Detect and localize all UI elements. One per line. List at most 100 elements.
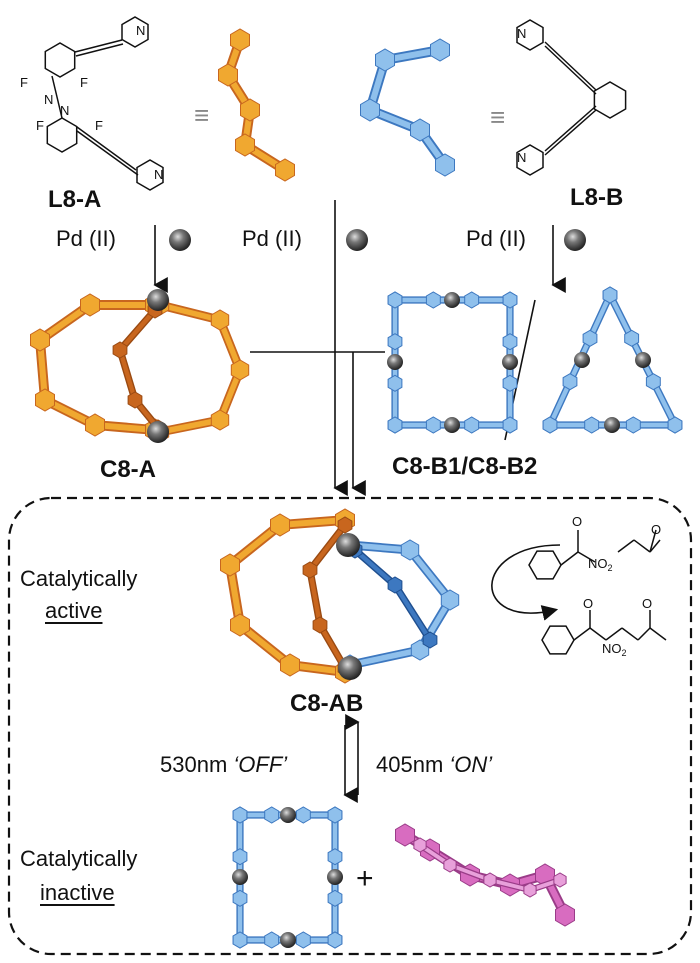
cage-a-ligand-rod-light [117, 308, 160, 430]
cage-ab-ligand-a-rod-light [307, 523, 347, 670]
cage-a-ligand-hexagon [80, 293, 100, 317]
benzene-ring [121, 16, 149, 48]
inactive-ligand-a-hexagon [413, 837, 427, 853]
atom-o: O [651, 522, 662, 537]
bond [617, 539, 635, 553]
bond [51, 75, 63, 119]
benzene-ring [516, 19, 544, 51]
dashed-box [7, 496, 693, 956]
cage-a-ligand-hexagon [210, 409, 230, 431]
inactive-cage-ligand-hexagon [232, 848, 248, 866]
pd-sphere [169, 229, 191, 251]
cage-a-ligand-hexagon [30, 328, 50, 352]
cage-a-ligand-hexagon [230, 359, 250, 381]
equiv-sign-left: ≡ [194, 100, 210, 130]
reaction-arrows [153, 200, 566, 803]
bond [577, 551, 596, 563]
cage-b2-ligand-hexagon [542, 416, 558, 434]
ligand-b-cartoon-hexagon [360, 98, 380, 122]
inactive-ligand-a-hexagon [395, 823, 415, 847]
cage-a-ligand-hexagon [210, 309, 230, 331]
pd-sphere [574, 352, 590, 368]
bond [76, 126, 137, 171]
inactive-cage-ligand-hexagon [232, 806, 248, 824]
benzene-ring [44, 42, 76, 78]
bond [649, 529, 657, 553]
atom-o: O [642, 596, 653, 611]
pd-sphere [280, 932, 296, 948]
pd-sphere [444, 292, 460, 308]
cage-b2-ligand-hexagon [625, 416, 641, 434]
bond [633, 539, 651, 553]
pd-spheres [147, 229, 651, 948]
inactive-cage-ligand-hexagon [327, 931, 343, 949]
bond [605, 627, 623, 641]
cage-cartoons [30, 28, 683, 949]
on-wavelength: 405nm [376, 752, 444, 777]
cage-b1-ligand-hexagon [502, 333, 518, 351]
pd-sphere [387, 354, 403, 370]
label-c8-a: C8-A [100, 456, 157, 483]
label-l8-b: L8-B [570, 184, 624, 211]
atom-o: O [583, 596, 594, 611]
cage-ab-ligand-a-hexagon [280, 653, 300, 677]
inactive-cage-ligand-hexagon [327, 889, 343, 907]
cage-ab-ligand-b-hexagon [387, 576, 403, 594]
benzene-ring [593, 81, 627, 119]
cage-ab-ligand-a-hexagon [337, 516, 353, 534]
bond [589, 627, 607, 641]
bond [544, 105, 597, 152]
ligand-a-cartoon-hexagon [235, 133, 255, 157]
inactive-cage-ligand-hexagon [295, 931, 311, 949]
cage-ab-ligand-a-hexagon [230, 613, 250, 637]
cage-a-ligand-hexagon [35, 388, 55, 412]
inactive-cage-ligand-hexagon [295, 806, 311, 824]
cage-ab-ligand-a-hexagon [302, 561, 318, 579]
label-l8-a: L8-A [48, 186, 102, 213]
inactive-ligand-a-hexagon [483, 872, 497, 888]
ligand-b-cartoon-hexagon [410, 118, 430, 142]
cage-a-ligand-hexagon [127, 391, 143, 409]
inactive-cage-ligand-hexagon [232, 889, 248, 907]
cage-ab-ligand-a-hexagon [220, 553, 240, 577]
cage-b1-ligand-hexagon [502, 374, 518, 392]
subscript-2: 2 [621, 648, 627, 658]
cage-b1-ligand-hexagon [387, 291, 403, 309]
cage-a-ligand-rod [35, 300, 156, 435]
cage-ab-ligand-a-hexagon [270, 513, 290, 537]
pd-sphere [147, 421, 169, 443]
pd-sphere [147, 289, 169, 311]
cage-b2-ligand-hexagon [582, 329, 598, 347]
atom-n: N [517, 26, 527, 41]
pd-sphere [280, 807, 296, 823]
ligand-a-cartoon-hexagon [240, 98, 260, 122]
atom-n: N [60, 103, 70, 118]
bond [621, 627, 639, 641]
atom-o: O [572, 514, 583, 529]
off-wavelength: 530nm [160, 752, 228, 777]
light-on-label: 405nm ‘ON’ [376, 752, 492, 778]
cage-b2-ligand-hexagon [584, 416, 600, 434]
benzene-ring [46, 117, 78, 153]
bond [544, 41, 597, 91]
cage-b1-ligand-hexagon [387, 374, 403, 392]
atom-f: F [95, 118, 103, 133]
ligand-a-cartoon-hexagon [275, 158, 295, 182]
atom-f: F [20, 75, 28, 90]
pd-sphere [635, 352, 651, 368]
chemical-structures [44, 16, 667, 655]
cage-a-ligand-hexagon [112, 341, 128, 359]
inactive-cage-ligand-hexagon [327, 848, 343, 866]
pd-sphere [564, 229, 586, 251]
nitro-group: NO2 [588, 556, 613, 573]
benzene-ring [136, 159, 164, 191]
inactive-cage-ligand-hexagon [264, 931, 280, 949]
inactive-ligand-a-hexagon [555, 903, 575, 927]
inactive-cage-ligand-hexagon [232, 931, 248, 949]
atom-f: F [80, 75, 88, 90]
cage-ab-ligand-b-hexagon [422, 631, 438, 649]
subscript-2: 2 [607, 563, 613, 573]
cage-b1-ligand-hexagon [464, 416, 480, 434]
label-c8-ab: C8-AB [290, 690, 364, 717]
bond [74, 39, 123, 53]
